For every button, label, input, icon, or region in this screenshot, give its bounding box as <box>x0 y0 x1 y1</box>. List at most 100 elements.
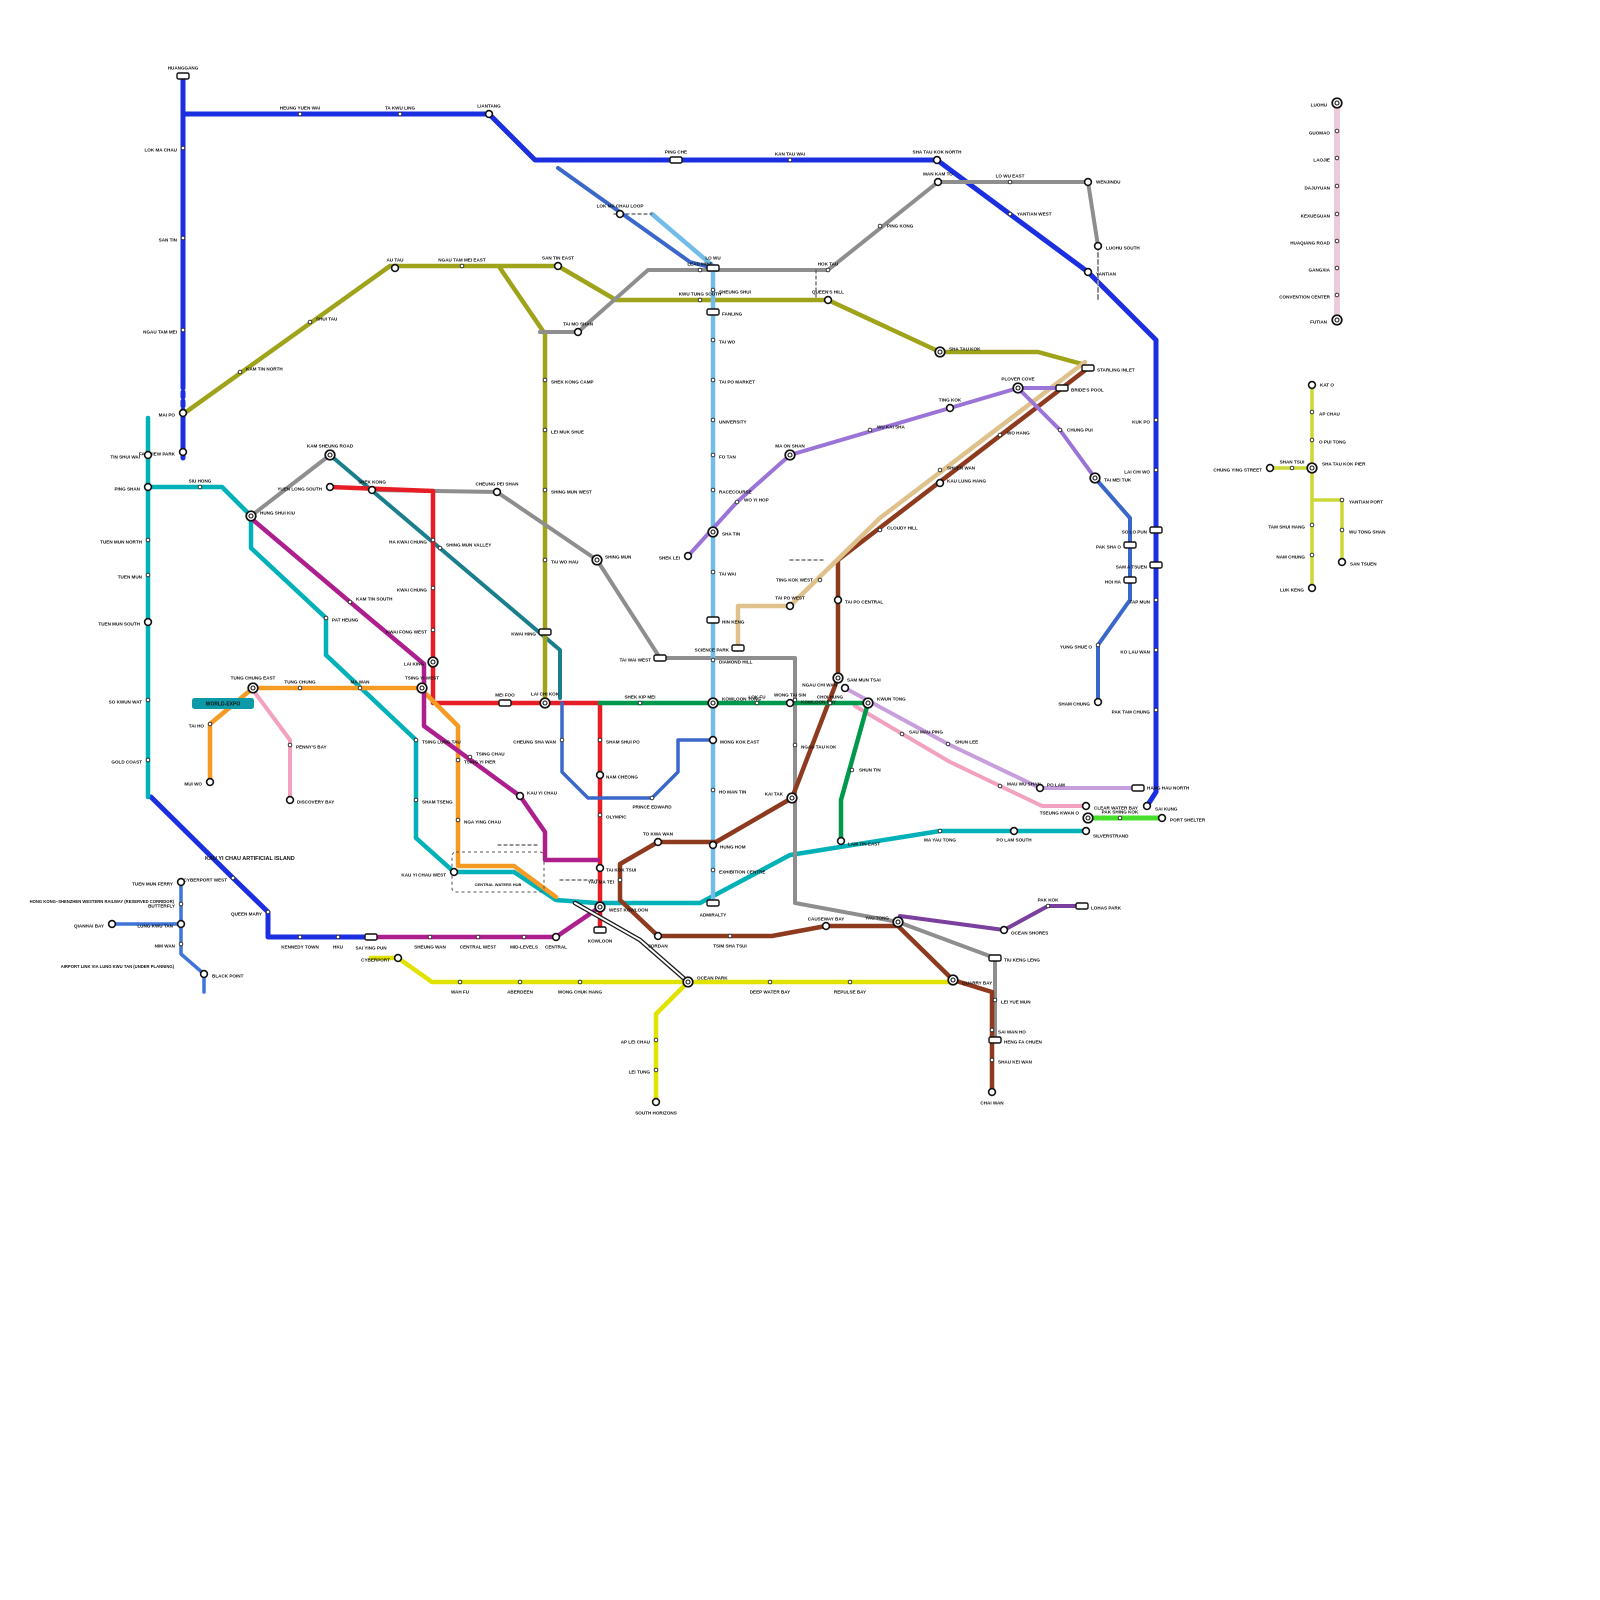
station-marker <box>945 403 955 413</box>
station-label: SAN TSUEN <box>1350 562 1377 567</box>
station: DIAMOND HILL <box>710 657 753 665</box>
station-label: CENTRAL WEST <box>460 945 497 950</box>
station-label: TAI WAI <box>719 572 736 577</box>
station: SHEUNG SHUI <box>710 287 751 295</box>
station-label: NGAU TAM MEI <box>143 330 177 335</box>
line-steel-loop <box>560 701 715 800</box>
station: BRIDE'S POOL <box>1055 384 1104 393</box>
station-label: SAI YING PUN <box>355 946 387 951</box>
station: CONVENTION CENTER <box>1279 292 1340 300</box>
station-label: HENG FA CHUEN <box>1004 1040 1043 1045</box>
station: SHA TIN <box>707 526 741 538</box>
station-marker-inner <box>1334 317 1340 323</box>
station: KUK PO <box>1132 417 1159 425</box>
station-marker <box>178 901 184 907</box>
station-marker <box>143 450 153 460</box>
station-label: SHUEN WAN <box>947 466 976 471</box>
station-label: NIM WAN <box>155 944 176 949</box>
station-label: HIN KENG <box>722 620 745 625</box>
station-label: HUANGGANG <box>168 66 199 71</box>
station-label: SHING MUN VALLEY <box>446 543 491 548</box>
station: TUEN MUN NORTH <box>100 537 151 545</box>
station-marker <box>367 485 377 495</box>
station-marker <box>1334 183 1340 189</box>
station-marker <box>145 697 151 703</box>
station-label: WAH FU <box>451 990 470 995</box>
station-label: LOK MA CHAU LOOP <box>597 204 644 209</box>
station-marker <box>947 974 959 986</box>
station-label: QUEEN'S HILL <box>812 290 844 295</box>
station: LEI MUK SHUE <box>542 427 584 435</box>
station-marker <box>615 209 625 219</box>
station-label: WU KAI SHA <box>877 425 905 430</box>
station-marker <box>145 572 151 578</box>
station-marker <box>1009 826 1019 836</box>
station: LUOHU SOUTH <box>1093 241 1140 251</box>
station-label: MAU WU SHAN <box>1007 782 1041 787</box>
station-label: SHEK LEI <box>659 556 680 561</box>
line-yellow <box>368 955 953 985</box>
station-marker <box>710 287 716 293</box>
station-label: KO LAU WAN <box>1120 650 1150 655</box>
station-marker <box>1334 155 1340 161</box>
station: TSING YI WEST <box>405 676 439 694</box>
station: KAU LUNG HANG <box>935 478 986 488</box>
station-label: LAM TIN EAST <box>848 842 880 847</box>
station-label: LO WU <box>705 256 721 261</box>
station: HOK TAU <box>818 262 839 273</box>
station-label: KOWLOON TONG <box>722 697 761 702</box>
station-label: TSEUNG KWAN O <box>1040 811 1080 816</box>
station: CHUNG YING STREET <box>1213 463 1275 473</box>
station-marker <box>823 295 833 305</box>
station-label: HOK TAU <box>818 262 839 267</box>
station-marker <box>539 697 551 709</box>
station-label: KOWLOON BAY <box>801 700 836 705</box>
line-gray-link <box>249 453 332 518</box>
station: SHA TAU KOK PIER <box>1306 462 1366 474</box>
station-marker <box>178 941 184 947</box>
station-marker <box>573 327 583 337</box>
station-label: CYBERPORT WEST <box>184 878 228 883</box>
station-marker-inner <box>1334 100 1340 106</box>
station: MEI FOO <box>495 693 515 707</box>
station-marker <box>988 1036 1002 1044</box>
station: TAI MEI TUK <box>1089 472 1132 484</box>
station: SHUN TIN <box>849 768 881 773</box>
station-label: TAI KOK TSUI <box>606 868 636 873</box>
station: KAN TAU WAI <box>775 152 805 163</box>
station-label: SCIENCE PARK <box>695 648 730 653</box>
station-marker <box>935 478 945 488</box>
station: PAK KOK <box>1038 898 1059 909</box>
station-label: SAN TIN EAST <box>542 256 574 261</box>
station-marker <box>1083 267 1093 277</box>
station-marker <box>1309 409 1315 415</box>
note-text: CENTRAL WATERS HUB <box>475 882 522 887</box>
station: LUK KENG <box>1280 583 1317 593</box>
station: SAI KUNG <box>1142 801 1178 812</box>
station-marker <box>145 757 151 763</box>
station-marker-inner <box>1309 465 1315 471</box>
station-marker <box>1334 238 1340 244</box>
station-label: FO TAN <box>719 455 736 460</box>
station-marker <box>1007 179 1013 185</box>
station: SILVERSTRAND <box>1081 826 1129 839</box>
station-marker <box>840 683 850 693</box>
station-marker <box>1153 467 1159 473</box>
station-marker-inner <box>789 795 795 801</box>
station-marker <box>1334 265 1340 271</box>
station-marker <box>237 369 243 375</box>
station: SO LO PUN <box>1122 526 1163 535</box>
station: TAM SHUI HANG <box>1268 522 1315 530</box>
station-marker <box>892 916 904 928</box>
station: TAI PO MARKET <box>710 377 755 385</box>
station-marker <box>1131 784 1145 792</box>
station-label: SO LO PUN <box>1122 530 1148 535</box>
station-marker <box>710 657 716 663</box>
station-label: FUTIAN <box>1310 320 1328 325</box>
station-marker <box>492 487 502 497</box>
station: PING SHAN <box>114 482 153 492</box>
station-label: GOLD COAST <box>111 760 142 765</box>
station-label: TAM SHUI HANG <box>1268 525 1305 530</box>
station: PO LAM <box>1035 783 1065 793</box>
station-label: LUK KENG <box>1280 588 1304 593</box>
